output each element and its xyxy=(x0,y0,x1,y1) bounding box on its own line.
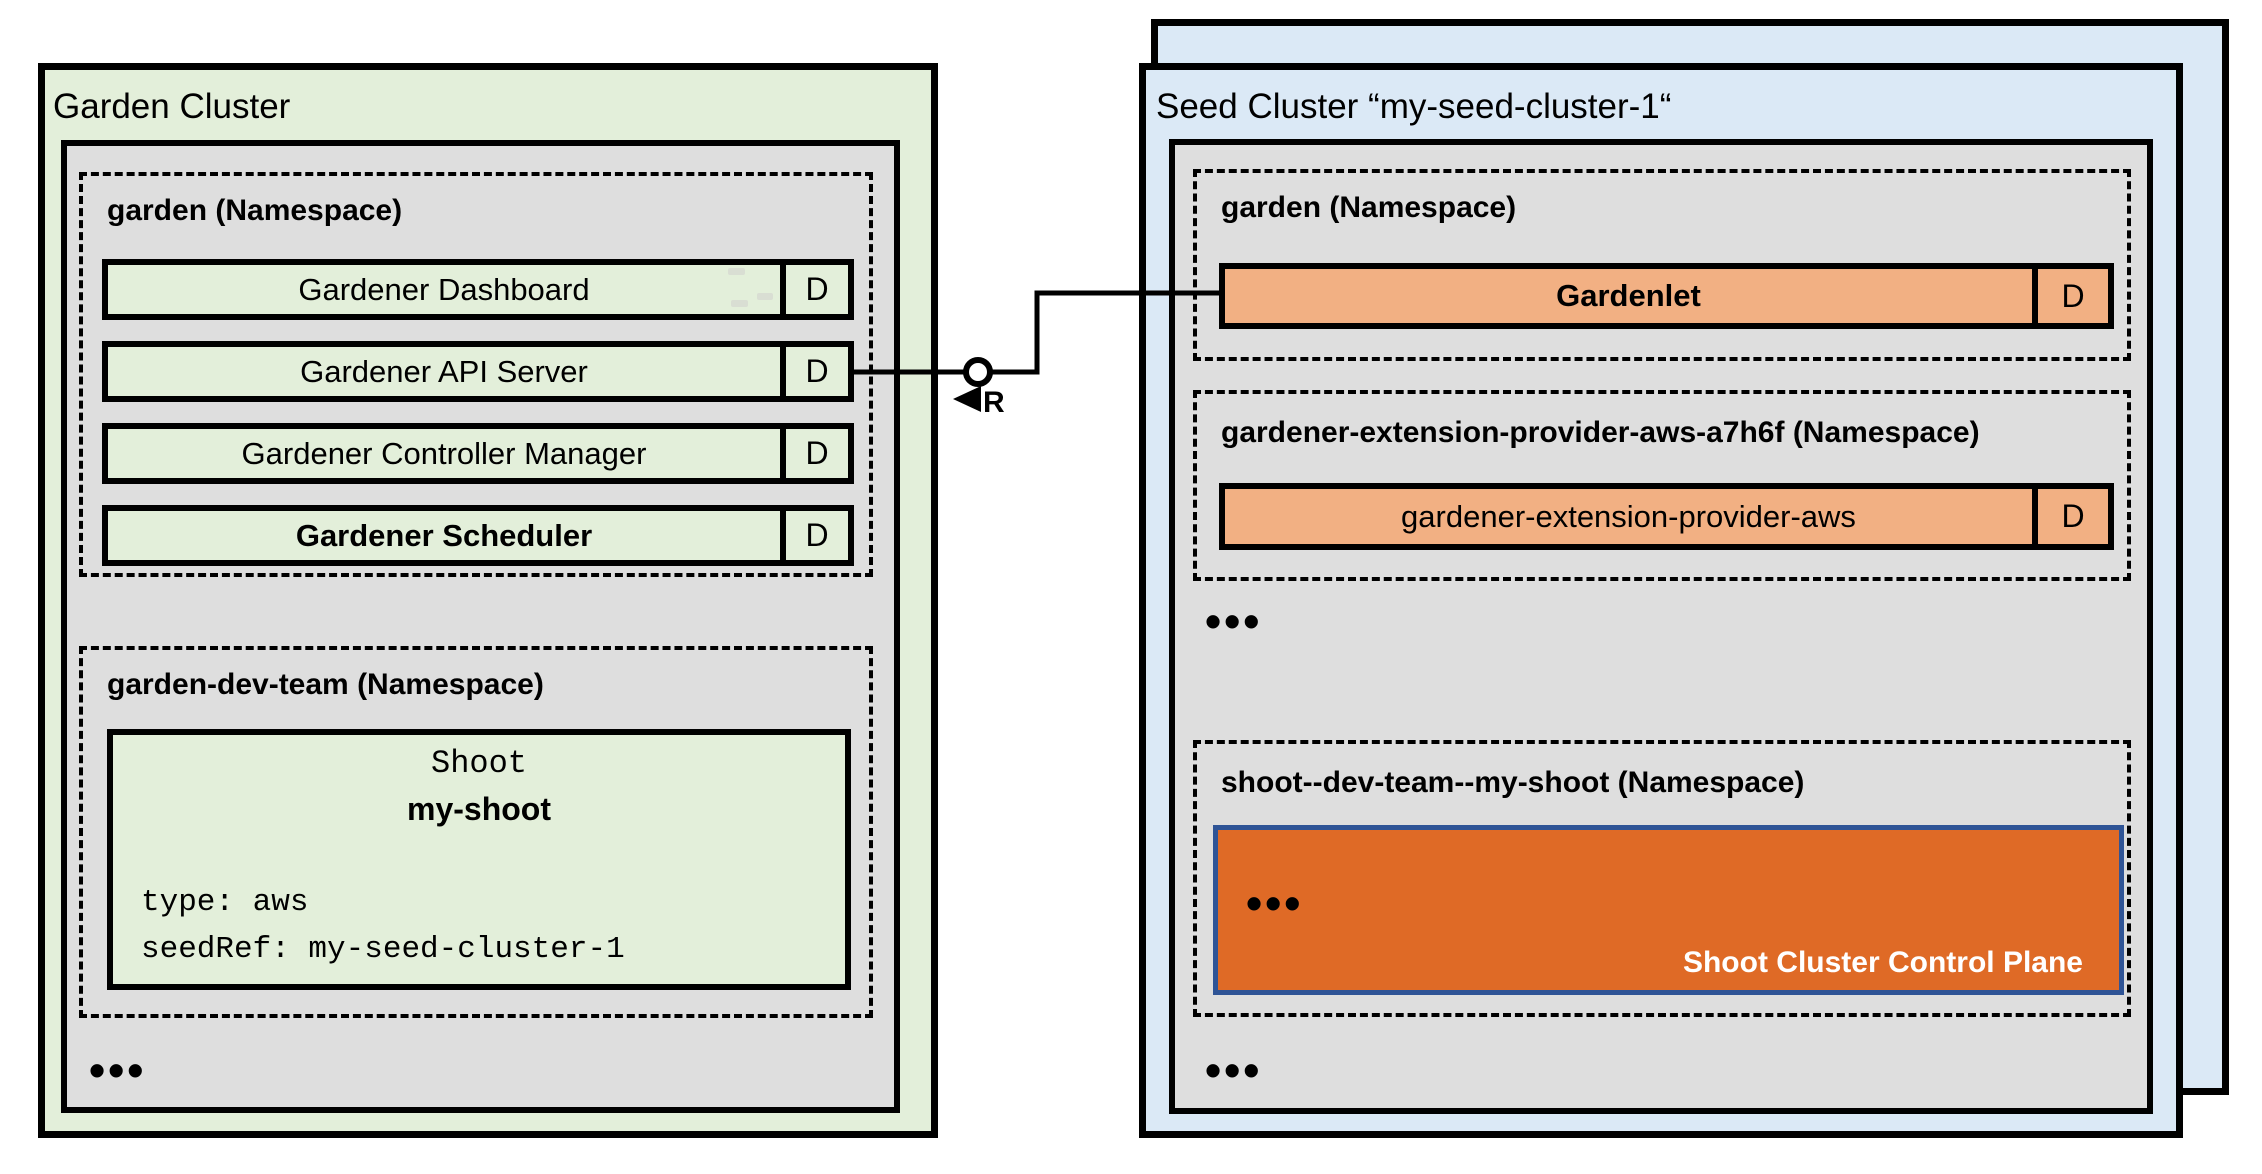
shoot-spec-type: type: aws xyxy=(141,885,309,920)
namespace-garden: garden (Namespace) Gardener Dashboard D … xyxy=(79,172,873,577)
component-gardener-scheduler: Gardener Scheduler D xyxy=(102,505,854,566)
deployment-badge: D xyxy=(780,265,848,314)
component-gardener-api-server: Gardener API Server D xyxy=(102,341,854,402)
component-gardener-controller-manager: Gardener Controller Manager D xyxy=(102,423,854,484)
interface-label-r: R xyxy=(983,386,1005,419)
component-gardenlet: Gardenlet D xyxy=(1219,263,2114,329)
deployment-badge: D xyxy=(780,429,848,478)
shoot-spec-seedref: seedRef: my-seed-cluster-1 xyxy=(141,932,625,967)
ghost-artifact xyxy=(728,268,745,275)
component-label: Gardener Dashboard xyxy=(108,265,780,314)
component-label: gardener-extension-provider-aws xyxy=(1401,498,1856,534)
deployment-badge: D xyxy=(780,511,848,560)
seed-namespace-shoot: shoot--dev-team--my-shoot (Namespace) ••… xyxy=(1193,740,2131,1017)
seed-namespace-extension-label: gardener-extension-provider-aws-a7h6f (N… xyxy=(1221,416,1980,449)
seed-namespace-garden-label: garden (Namespace) xyxy=(1221,191,1517,224)
component-gardener-dashboard: Gardener Dashboard D xyxy=(102,259,854,320)
interface-lollipop-icon xyxy=(963,357,993,387)
component-extension-provider-aws: gardener-extension-provider-aws D xyxy=(1219,483,2114,550)
seed-cluster-title: Seed Cluster “my-seed-cluster-1“ xyxy=(1156,87,1672,126)
deployment-badge: D xyxy=(2032,269,2108,323)
ghost-artifact xyxy=(757,293,773,300)
shoot-name: my-shoot xyxy=(407,791,551,827)
namespace-garden-dev-team-label: garden-dev-team (Namespace) xyxy=(107,668,544,701)
seed-namespace-extension-provider: gardener-extension-provider-aws-a7h6f (N… xyxy=(1193,390,2131,581)
ghost-artifact xyxy=(731,300,748,307)
namespace-garden-dev-team: garden-dev-team (Namespace) Shoot my-sho… xyxy=(79,646,873,1018)
shoot-resource-card: Shoot my-shoot type: aws seedRef: my-see… xyxy=(107,729,851,990)
garden-cluster-box: Garden Cluster garden (Namespace) Garden… xyxy=(38,63,938,1138)
deployment-badge: D xyxy=(780,347,848,396)
control-plane-label: Shoot Cluster Control Plane xyxy=(1682,946,2083,979)
seed-namespace-shoot-label: shoot--dev-team--my-shoot (Namespace) xyxy=(1221,766,1805,799)
component-label: Gardener API Server xyxy=(300,353,588,389)
namespace-garden-label: garden (Namespace) xyxy=(107,194,403,227)
deployment-badge: D xyxy=(2032,489,2108,544)
seed-more-namespaces-ellipsis: ••• xyxy=(1205,595,1263,647)
component-label: Gardener Controller Manager xyxy=(241,435,647,471)
component-label: Gardener Scheduler xyxy=(295,517,593,553)
seed-namespace-garden: garden (Namespace) Gardenlet D xyxy=(1193,169,2131,361)
garden-cluster-title: Garden Cluster xyxy=(53,87,291,126)
required-interface-arrow-icon xyxy=(953,386,981,412)
component-label: Gardenlet xyxy=(1556,278,1701,313)
control-plane-contents-ellipsis: ••• xyxy=(1246,877,1304,929)
seed-cluster-box: Seed Cluster “my-seed-cluster-1“ garden … xyxy=(1139,63,2183,1138)
shoot-kind: Shoot xyxy=(430,745,527,782)
garden-cluster-more-ellipsis: ••• xyxy=(89,1044,147,1096)
shoot-cluster-control-plane-box: ••• Shoot Cluster Control Plane xyxy=(1213,825,2124,995)
seed-cluster-body: garden (Namespace) Gardenlet D gardener-… xyxy=(1169,139,2153,1114)
seed-bottom-ellipsis: ••• xyxy=(1205,1044,1263,1096)
garden-cluster-body: garden (Namespace) Gardener Dashboard D … xyxy=(61,140,900,1113)
